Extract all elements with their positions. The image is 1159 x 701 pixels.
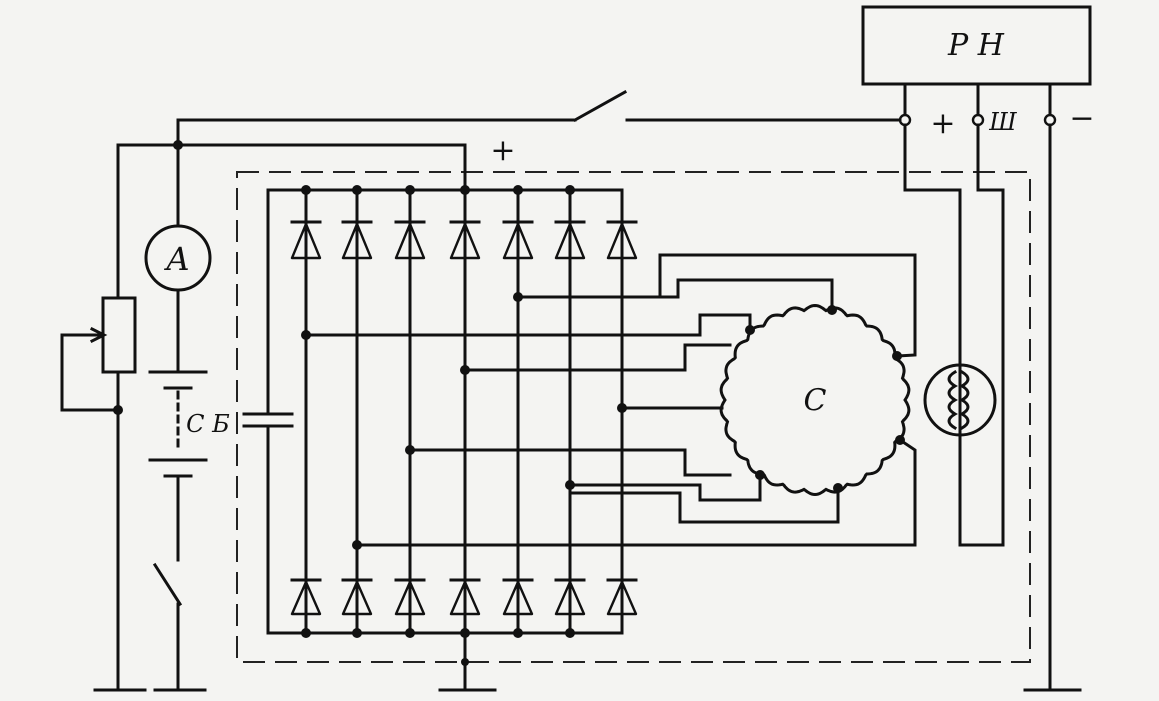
ignition-switch-blade (572, 89, 628, 123)
right-wiring (903, 123, 1052, 692)
phase-connections (304, 253, 917, 547)
diode-bottom-3 (394, 578, 426, 616)
battery (148, 370, 208, 478)
junction-dots (301, 185, 905, 666)
ammeter-label: А (164, 240, 190, 278)
regulator-shunt-label: Ш (988, 108, 1017, 136)
negative-diode-row (290, 578, 638, 616)
diode-top-4 (449, 220, 481, 260)
diode-top-6 (554, 220, 586, 260)
top-wiring: + (116, 89, 902, 192)
diode-bottom-7 (606, 578, 638, 616)
regulator-plus-label: + (930, 106, 955, 141)
diode-bottom-1 (290, 578, 322, 616)
diode-bottom-5 (502, 578, 534, 616)
capacitor (242, 188, 294, 635)
left-circuit: А С Б (60, 118, 230, 692)
ground-switch-blade (152, 562, 183, 607)
top-plus-label: + (490, 133, 515, 168)
diode-top-1 (290, 220, 322, 260)
stator-winding: С (719, 303, 911, 497)
diode-top-3 (394, 220, 426, 260)
diode-top-7 (606, 220, 638, 260)
positive-diode-row (290, 220, 638, 260)
diode-bottom-4 (449, 578, 481, 616)
diode-bottom-6 (554, 578, 586, 616)
diode-top-2 (341, 220, 373, 260)
generator-label: С (804, 383, 827, 418)
regulator-minus-label: − (1069, 101, 1094, 136)
diode-top-5 (502, 220, 534, 260)
housing-dashed-outline (236, 171, 1031, 663)
voltage-regulator: Р Н + Ш − (861, 5, 1095, 141)
rheostat (101, 296, 137, 374)
regulator-label: Р Н (947, 28, 1005, 63)
rectifier-buses (266, 188, 624, 635)
diode-bottom-2 (341, 578, 373, 616)
rectifier-columns (304, 188, 624, 635)
battery-label: С Б (186, 410, 230, 438)
